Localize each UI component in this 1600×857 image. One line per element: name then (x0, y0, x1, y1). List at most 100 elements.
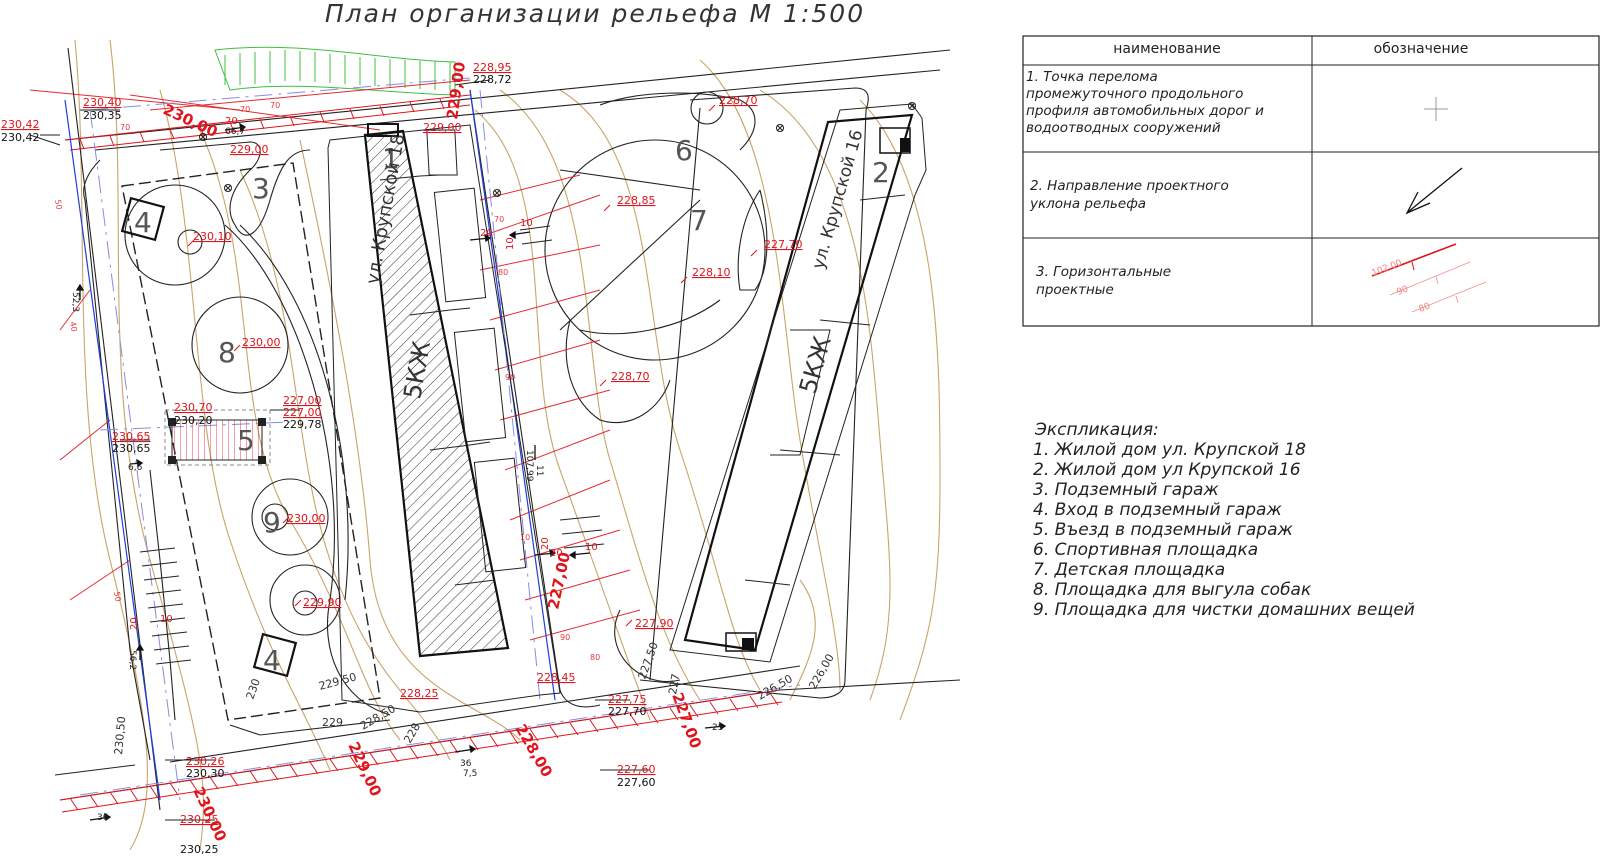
existing-mark: 230,30 (186, 767, 225, 780)
legend-row1-line: 1. Точка перелома (1026, 69, 1158, 85)
explication-list: Экспликация: 1. Жилой дом ул. Крупской 1… (1033, 420, 1415, 620)
existing-mark: 227,60 (617, 776, 656, 789)
svg-text:40: 40 (68, 321, 79, 333)
contour-label: 230 (244, 677, 263, 701)
explication-item: 3. Подземный гараж (1033, 480, 1219, 500)
elevation-mark: 228,45 (537, 671, 576, 684)
legend-header-symbol: обозначение (1374, 41, 1469, 57)
elevation-mark: 230,00 (242, 336, 281, 349)
legend-header-name: наименование (1113, 41, 1220, 57)
zone-number: 7 (690, 204, 708, 237)
elevation-mark: 230,42 (1, 118, 40, 131)
explication-item: 6. Спортивная площадка (1033, 540, 1258, 560)
legend-row3-line: проектные (1036, 282, 1114, 298)
existing-mark: 230,25 (180, 843, 219, 856)
elevation-mark: 230,70 (174, 401, 213, 414)
elevation-mark: 227,90 (635, 617, 674, 630)
red-elevation-marks: 230,40 230,42 228,95 229,00 229,00 228,7… (1, 61, 803, 826)
building-2 (669, 103, 927, 663)
elevation-mark: 228,25 (400, 687, 439, 700)
existing-mark: 230,20 (174, 414, 213, 427)
slope-length: 36 (460, 759, 472, 769)
zone-number: 6 (675, 134, 693, 167)
legend-row1-line: профиля автомобильных дорог и (1026, 103, 1264, 119)
elevation-mark: 228,70 (611, 370, 650, 383)
zone-number: 8 (218, 336, 236, 369)
floors-label-16: 5КЖ (794, 333, 837, 397)
elevation-mark: 230,40 (83, 96, 122, 109)
slope-value: 10 (505, 237, 516, 250)
existing-mark: 230,35 (83, 109, 122, 122)
contour-label: 228 (401, 721, 423, 746)
contour-label: 227,00 (544, 550, 574, 610)
slope-length: 7,5 (463, 769, 477, 779)
slope-length: 56,2 (127, 650, 137, 670)
existing-mark: 229,78 (283, 418, 322, 431)
zone-number: 4 (134, 206, 152, 239)
existing-mark: 227,70 (608, 705, 647, 718)
slope-value: 10 (520, 218, 533, 229)
explication-item: 1. Жилой дом ул. Крупской 18 (1033, 440, 1306, 460)
green-slope-area (214, 46, 456, 96)
elevation-mark: 230,25 (180, 813, 219, 826)
existing-contours (74, 39, 941, 851)
elevation-mark: 230,10 (193, 230, 232, 243)
contour-label: 226,00 (806, 652, 837, 692)
parking-stripes (139, 225, 605, 665)
elevation-mark: 227,60 (617, 763, 656, 776)
zone-number: 2 (872, 156, 890, 189)
zone-number: 1 (382, 142, 400, 175)
slope-length: 25 (712, 723, 723, 733)
zone-numbers: 1 2 3 4 4 5 6 7 8 9 (134, 134, 890, 677)
elevation-mark: 230,65 (112, 430, 151, 443)
explication-item: 2. Жилой дом ул Крупской 16 (1033, 460, 1301, 480)
garage-entry-4-bottom (252, 632, 298, 678)
slope-value: 20 (225, 116, 238, 127)
zone-number: 4 (263, 644, 281, 677)
svg-text:50: 50 (112, 591, 123, 603)
svg-text:80: 80 (590, 653, 600, 662)
contour-label: 230,50 (112, 716, 128, 755)
zone-number: 3 (252, 172, 270, 205)
underground-garage-outline (121, 162, 381, 721)
slope-lengths: 66,7 11 107,99 52,3 56,2 6,6 36 7,5 36 2… (70, 127, 723, 823)
slope-value: 20 (550, 548, 563, 559)
contour-label: 227,50 (636, 640, 661, 681)
explication-item: 8. Площадка для выгула собак (1033, 580, 1312, 600)
road-hatch-strips (59, 94, 783, 813)
slope-arrows (75, 122, 727, 822)
contour-label: 229,00 (443, 61, 469, 121)
hydrant-symbols (199, 102, 916, 197)
elevation-mark: 227,70 (764, 238, 803, 251)
leader-lines (29, 79, 650, 821)
elevation-mark: 228,10 (692, 266, 731, 279)
explication-item: 7. Детская площадка (1033, 560, 1225, 580)
elevation-mark: 229,90 (303, 596, 342, 609)
elevation-mark: 229,00 (230, 143, 269, 156)
sample-contour-label: 90 (1395, 284, 1410, 298)
slope-values: 20 10 20 10 20 10 20 10 20 (129, 116, 598, 630)
slope-length: 66,7 (225, 127, 245, 137)
mark-arrows (187, 104, 758, 627)
building-1 (327, 123, 561, 713)
explication-heading: Экспликация: (1034, 420, 1159, 440)
slope-value: 10 (585, 542, 598, 553)
elevation-mark: 229,00 (423, 121, 462, 134)
slope-length: 36 (97, 813, 109, 823)
svg-text:90: 90 (560, 633, 570, 642)
legend-table: наименование обозначение 1. Точка перело… (1022, 35, 1600, 327)
slope-value: 20 (480, 228, 493, 239)
legend-row1-line: водоотводных сооружений (1026, 120, 1221, 136)
drawing-title: План организации рельефа М 1:500 (325, 0, 865, 28)
svg-text:90: 90 (505, 373, 515, 382)
slope-value: 20 (129, 617, 140, 630)
existing-mark: 230,42 (1, 131, 40, 144)
legend-row2-line: уклона рельефа (1029, 196, 1146, 212)
slope-length: 11 (534, 465, 544, 476)
black-elevation-marks: 230,35 230,42 228,72 230,20 229,78 230,6… (1, 73, 656, 856)
contour-label: 228,00 (512, 721, 557, 780)
explication-item: 4. Вход в подземный гараж (1033, 500, 1282, 520)
explication-item: 9. Площадка для чистки домашних вещей (1033, 600, 1415, 620)
elevation-mark: 230,00 (287, 512, 326, 525)
elevation-mark: 227,00 (283, 406, 322, 419)
